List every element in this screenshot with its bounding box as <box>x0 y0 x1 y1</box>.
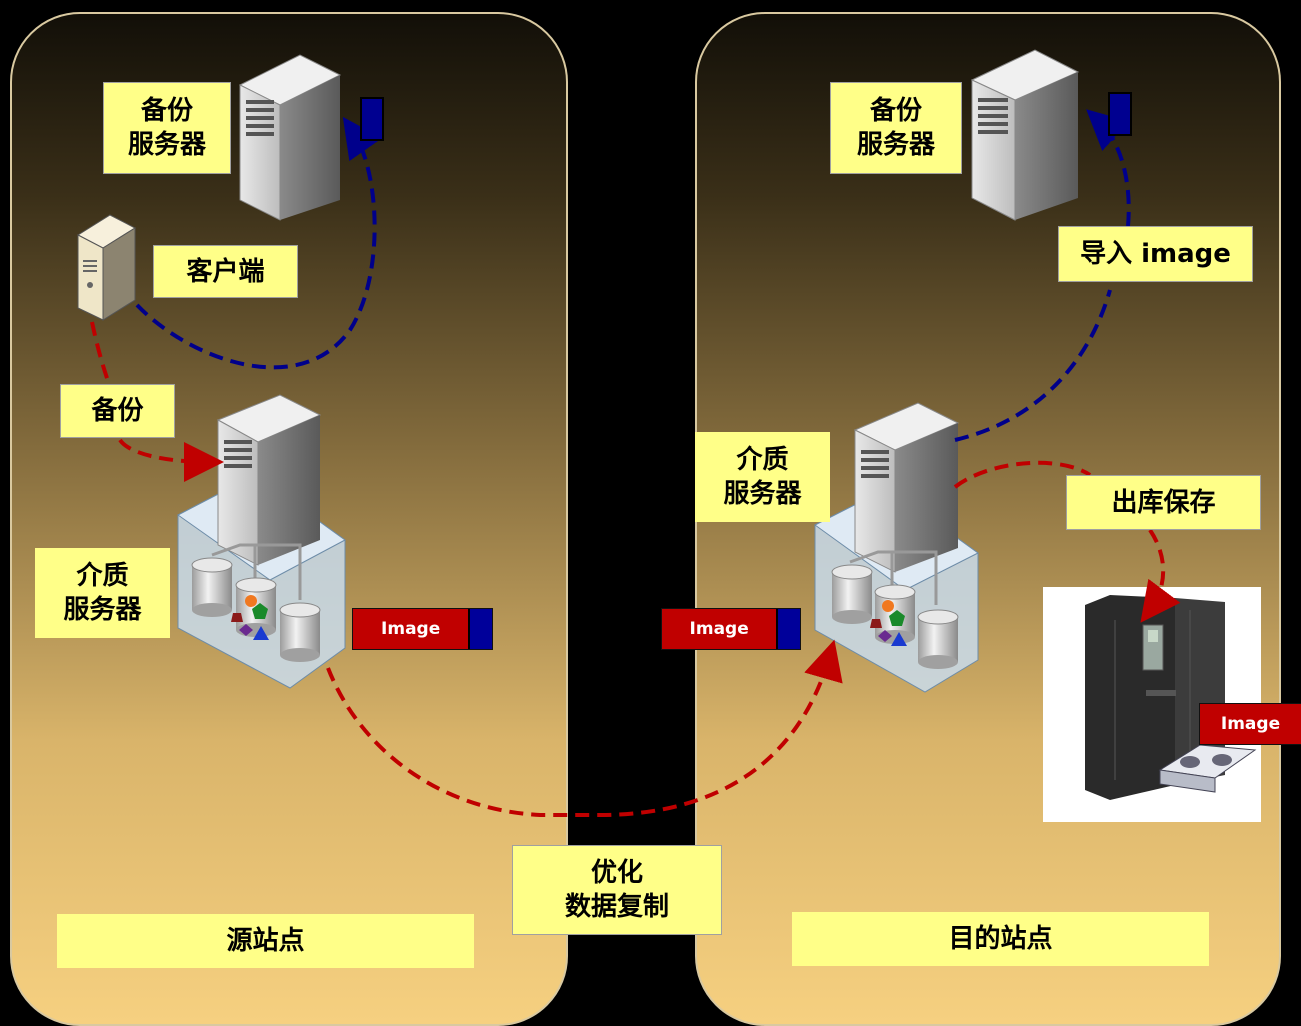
tape-cartridge-icon <box>1158 744 1257 793</box>
image-tag-text: Image <box>353 609 469 649</box>
vault-arrow <box>953 460 1163 610</box>
right-media-server-icon <box>814 402 979 693</box>
optimized-replication-label: 优化 数据复制 <box>512 845 722 935</box>
left-catalog-arrow <box>135 116 383 370</box>
replication-arrow <box>326 639 843 817</box>
image-tag-text: Image <box>662 609 777 649</box>
left-media-server-icon <box>177 394 346 689</box>
source-site-label: 源站点 <box>57 914 474 968</box>
image-tag-catalog <box>776 609 800 649</box>
import-arrow <box>954 120 1131 442</box>
left-catalog-tape-icon <box>360 97 384 141</box>
library-image-tag: Image <box>1199 703 1301 745</box>
image-tag-catalog <box>468 609 492 649</box>
right-backup-server-icon <box>970 49 1080 221</box>
client-computer-icon <box>76 214 137 321</box>
right-backup-server-label: 备份 服务器 <box>830 82 962 174</box>
right-image-tag: Image <box>661 608 801 650</box>
right-catalog-tape-icon <box>1108 92 1132 136</box>
client-label: 客户端 <box>153 245 298 298</box>
left-image-tag: Image <box>352 608 493 650</box>
right-media-server-label: 介质 服务器 <box>695 432 830 522</box>
left-backup-server-label: 备份 服务器 <box>103 82 231 174</box>
vault-label: 出库保存 <box>1066 475 1261 530</box>
left-backup-server-icon <box>238 54 342 221</box>
image-tag-text: Image <box>1200 704 1301 744</box>
left-media-server-label: 介质 服务器 <box>35 548 170 638</box>
target-site-label: 目的站点 <box>792 912 1209 966</box>
backup-arrow <box>90 321 208 462</box>
backup-label: 备份 <box>60 384 175 438</box>
import-image-label: 导入 image <box>1058 226 1253 282</box>
